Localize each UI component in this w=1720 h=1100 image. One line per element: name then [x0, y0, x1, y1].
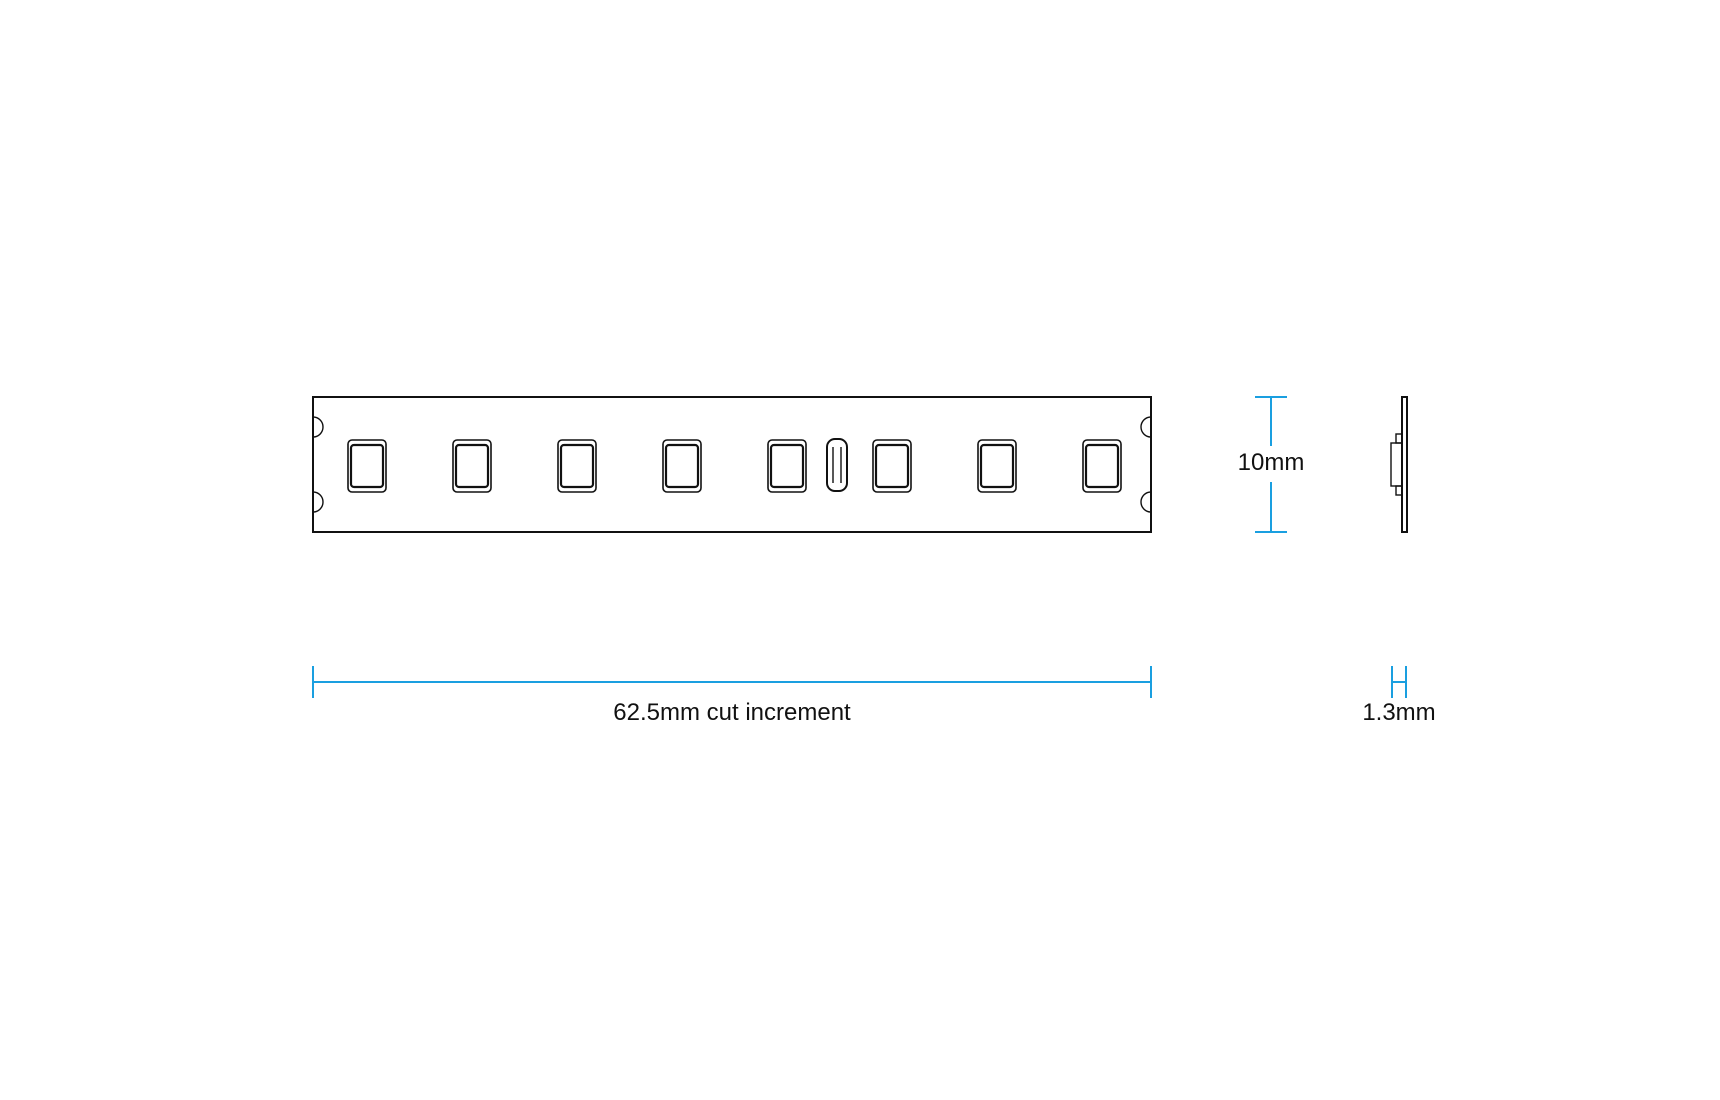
side-profile-body — [1401, 396, 1408, 533]
led-chip-outer — [347, 439, 387, 493]
led-chip — [662, 439, 702, 493]
strip-body — [312, 396, 1152, 533]
led-chip — [977, 439, 1017, 493]
led-chip — [1082, 439, 1122, 493]
side-profile-led-cap-bottom — [1395, 485, 1403, 496]
led-chip-lens — [769, 443, 805, 489]
notch-right-bottom — [1140, 491, 1152, 513]
notch-left-top — [312, 416, 324, 438]
length-dim-label: 62.5mm cut increment — [613, 699, 851, 726]
led-chip-outer — [977, 439, 1017, 493]
led-chip-outer — [557, 439, 597, 493]
led-chip — [557, 439, 597, 493]
length-dimension: 62.5mm cut increment — [312, 666, 1152, 726]
led-chip-lens — [454, 443, 490, 489]
resistor-component — [826, 438, 848, 492]
strip-side-view — [1390, 396, 1408, 533]
width-dimension: 10mm — [1238, 396, 1305, 533]
led-chip-lens — [559, 443, 595, 489]
notch-left-bottom — [312, 491, 324, 513]
led-chip-outer — [767, 439, 807, 493]
led-chips — [347, 439, 1122, 493]
led-chip-lens — [664, 443, 700, 489]
width-dim-label: 10mm — [1238, 449, 1305, 476]
side-profile-led — [1390, 442, 1403, 487]
led-chip-outer — [452, 439, 492, 493]
led-chip-lens — [874, 443, 910, 489]
led-chip — [452, 439, 492, 493]
led-chip — [767, 439, 807, 493]
resistor-body — [826, 438, 848, 492]
strip-top-view — [312, 396, 1152, 533]
thickness-dimension: 1.3mm — [1362, 666, 1436, 726]
led-chip — [347, 439, 387, 493]
thickness-dim-label: 1.3mm — [1362, 699, 1435, 726]
led-chip — [872, 439, 912, 493]
side-profile-led-cap-top — [1395, 433, 1403, 444]
led-chip-outer — [872, 439, 912, 493]
led-chip-outer — [662, 439, 702, 493]
notch-right-top — [1140, 416, 1152, 438]
led-chip-outer — [1082, 439, 1122, 493]
led-chip-lens — [349, 443, 385, 489]
led-chip-lens — [1084, 443, 1120, 489]
led-chip-lens — [979, 443, 1015, 489]
